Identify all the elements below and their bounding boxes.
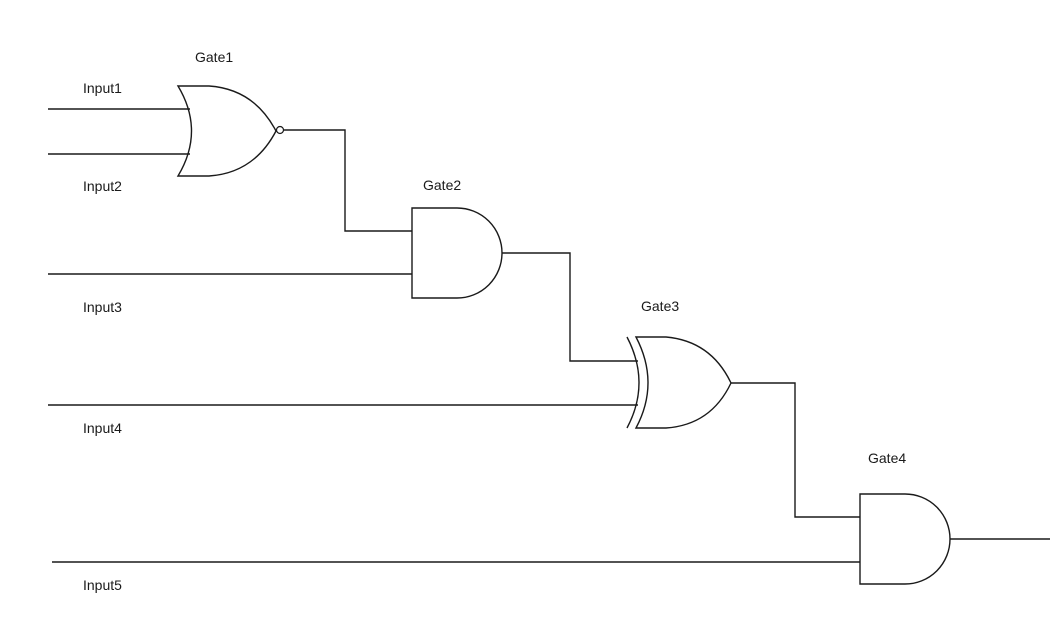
gate4-and-symbol — [859, 493, 951, 585]
gate2-label: Gate2 — [423, 177, 461, 193]
gate2-output-wire — [502, 252, 638, 362]
input5-label: Input5 — [83, 577, 122, 593]
xor-extra-curve — [626, 336, 640, 429]
gate1-label: Gate1 — [195, 49, 233, 65]
input2-label: Input2 — [83, 178, 122, 194]
input1-label: Input1 — [83, 80, 122, 96]
input4-label: Input4 — [83, 420, 122, 436]
gate1-output-wire — [284, 129, 412, 232]
input3-label: Input3 — [83, 299, 122, 315]
gate2-and-symbol — [411, 207, 503, 299]
gate3-output-wire — [731, 382, 860, 518]
gate3-label: Gate3 — [641, 298, 679, 314]
nor-bubble — [275, 125, 285, 135]
gate3-xor-symbol — [626, 336, 732, 429]
gate4-label: Gate4 — [868, 450, 906, 466]
gate1-nor-symbol — [176, 85, 285, 177]
